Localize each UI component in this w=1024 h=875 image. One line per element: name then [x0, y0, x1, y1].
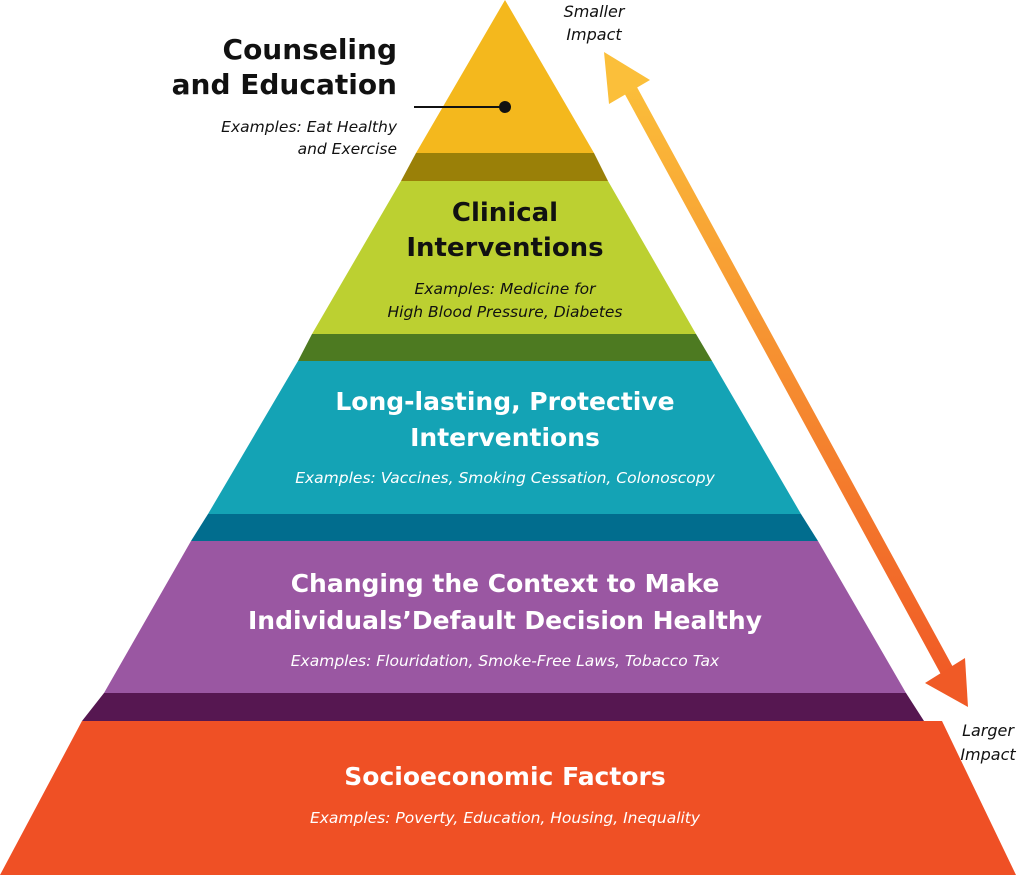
impact-arrow-shaft: [617, 74, 959, 684]
impact-arrow-head-top: [604, 52, 650, 104]
tier-long-lasting-shape: [208, 361, 801, 514]
impact-double-arrow: [604, 52, 968, 707]
smaller-impact-label-line1: Smaller: [564, 2, 626, 21]
larger-impact-label-line2: Impact: [960, 745, 1016, 764]
tier-clinical-side: [298, 334, 712, 361]
context-examples: Examples: Flouridation, Smoke-Free Laws,…: [291, 652, 720, 670]
clinical-examples-line1: Examples: Medicine for: [415, 280, 598, 298]
tier-socioeconomic-shape: [0, 721, 1016, 875]
tier-context-side: [82, 693, 924, 721]
tier-clinical-shape: [312, 181, 696, 334]
socioeconomic-examples: Examples: Poverty, Education, Housing, I…: [310, 809, 701, 827]
tier-counseling-shape: [416, 0, 594, 153]
clinical-examples-line2: High Blood Pressure, Diabetes: [387, 303, 622, 321]
counseling-examples-line2: and Exercise: [298, 140, 397, 158]
socioeconomic-title: Socioeconomic Factors: [344, 762, 665, 791]
tier-context-shape: [104, 541, 906, 693]
long-lasting-title-line1: Long-lasting, Protective: [335, 387, 674, 416]
tier-counseling-side: [401, 153, 608, 181]
long-lasting-title-line2: Interventions: [410, 423, 600, 452]
context-title-line2: Individuals’Default Decision Healthy: [248, 606, 762, 635]
impact-arrow-head-bottom: [925, 658, 968, 707]
larger-impact-label-line1: Larger: [962, 721, 1015, 740]
long-lasting-examples: Examples: Vaccines, Smoking Cessation, C…: [295, 469, 715, 487]
smaller-impact-label-line2: Impact: [566, 25, 622, 44]
counseling-examples-line1: Examples: Eat Healthy: [221, 118, 398, 136]
context-title-line1: Changing the Context to Make: [291, 569, 720, 598]
counseling-title-line1: Counseling: [223, 33, 397, 66]
tier-long-lasting-side: [191, 514, 818, 541]
counseling-title-line2: and Education: [172, 68, 397, 101]
counseling-callout-dot: [499, 101, 511, 113]
clinical-title-line1: Clinical: [452, 198, 558, 228]
clinical-title-line2: Interventions: [406, 233, 603, 263]
